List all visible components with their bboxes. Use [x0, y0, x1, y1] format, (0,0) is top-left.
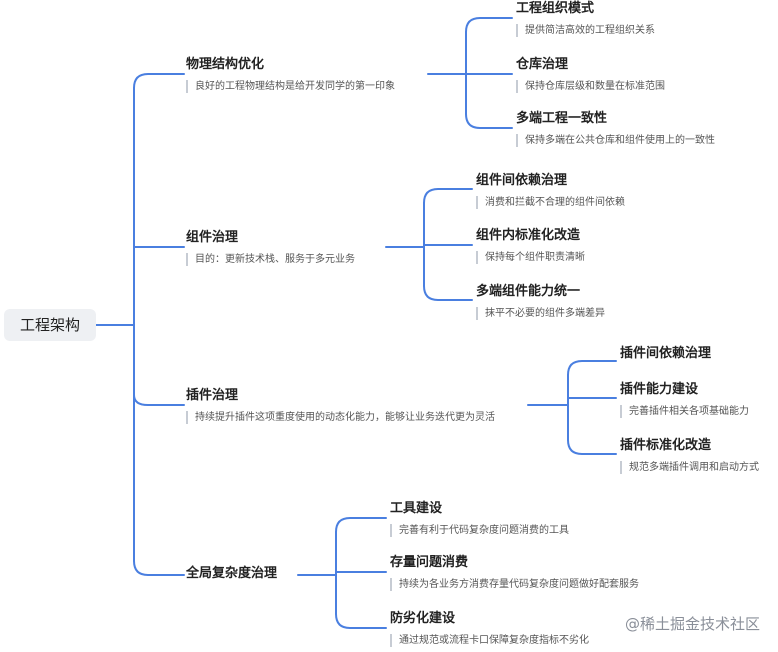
leaf-desc: 完善有利于代码复杂度问题消费的工具	[390, 524, 569, 537]
leaf-desc: 持续为各业务方消费存量代码复杂度问题做好配套服务	[390, 578, 639, 591]
leaf-title: 插件间依赖治理	[620, 346, 712, 361]
leaf-title: 仓库治理	[516, 57, 569, 72]
leaf-desc: 提供简洁高效的工程组织关系	[516, 24, 655, 37]
leaf-node[interactable]: 工具建设 完善有利于代码复杂度问题消费的工具	[390, 500, 569, 537]
leaf-node[interactable]: 组件内标准化改造 保持每个组件职责清晰	[476, 227, 585, 264]
watermark-text: @稀土掘金技术社区	[624, 615, 760, 633]
leaf-title: 工具建设	[390, 501, 443, 516]
root-label: 工程架构	[19, 316, 80, 334]
leaf-title: 存量问题消费	[390, 555, 469, 570]
branch-title: 组件治理	[186, 230, 239, 245]
leaf-title: 组件内标准化改造	[476, 228, 581, 243]
branch-node-component-governance[interactable]: 组件治理 目的：更新技术栈、服务于多元业务	[186, 229, 355, 266]
branch-node-global-complexity[interactable]: 全局复杂度治理	[186, 565, 277, 583]
leaf-node[interactable]: 工程组织模式 提供简洁高效的工程组织关系	[516, 0, 655, 37]
leaf-desc: 保持每个组件职责清晰	[476, 251, 585, 264]
branch-title: 物理结构优化	[186, 57, 265, 72]
leaf-node[interactable]: 多端工程一致性 保持多端在公共仓库和组件使用上的一致性	[516, 110, 715, 147]
leaf-node[interactable]: 插件间依赖治理	[620, 345, 711, 363]
branch-desc: 良好的工程物理结构是给开发同学的第一印象	[186, 80, 395, 93]
leaf-desc: 抹平不必要的组件多端差异	[476, 307, 605, 320]
leaf-title: 多端工程一致性	[516, 111, 608, 126]
leaf-desc: 保持多端在公共仓库和组件使用上的一致性	[516, 134, 715, 147]
leaf-title: 插件标准化改造	[620, 438, 712, 453]
leaf-node[interactable]: 仓库治理 保持仓库层级和数量在标准范围	[516, 56, 665, 93]
leaf-title: 多端组件能力统一	[476, 284, 581, 299]
leaf-title: 组件间依赖治理	[476, 173, 568, 188]
leaf-title: 插件能力建设	[620, 382, 699, 397]
leaf-node[interactable]: 组件间依赖治理 消费和拦截不合理的组件间依赖	[476, 172, 625, 209]
leaf-desc: 通过规范或流程卡口保障复杂度指标不劣化	[390, 634, 589, 647]
branch-title: 全局复杂度治理	[186, 566, 278, 581]
leaf-desc: 保持仓库层级和数量在标准范围	[516, 80, 665, 93]
branch-node-physical-structure[interactable]: 物理结构优化 良好的工程物理结构是给开发同学的第一印象	[186, 56, 395, 93]
leaf-desc: 完善插件相关各项基础能力	[620, 405, 749, 418]
branch-desc: 目的：更新技术栈、服务于多元业务	[186, 253, 355, 266]
leaf-title: 工程组织模式	[516, 1, 595, 16]
root-node[interactable]: 工程架构	[4, 309, 96, 341]
leaf-node[interactable]: 存量问题消费 持续为各业务方消费存量代码复杂度问题做好配套服务	[390, 554, 639, 591]
branch-desc: 持续提升插件这项重度使用的动态化能力，能够让业务迭代更为灵活	[186, 411, 495, 424]
leaf-title: 防劣化建设	[390, 611, 456, 626]
branch-node-plugin-governance[interactable]: 插件治理 持续提升插件这项重度使用的动态化能力，能够让业务迭代更为灵活	[186, 387, 495, 424]
branch-title: 插件治理	[186, 388, 239, 403]
leaf-node[interactable]: 插件能力建设 完善插件相关各项基础能力	[620, 381, 749, 418]
leaf-node[interactable]: 插件标准化改造 规范多端插件调用和启动方式	[620, 437, 759, 474]
leaf-node[interactable]: 防劣化建设 通过规范或流程卡口保障复杂度指标不劣化	[390, 610, 589, 647]
leaf-node[interactable]: 多端组件能力统一 抹平不必要的组件多端差异	[476, 283, 605, 320]
leaf-desc: 消费和拦截不合理的组件间依赖	[476, 196, 625, 209]
leaf-desc: 规范多端插件调用和启动方式	[620, 461, 759, 474]
